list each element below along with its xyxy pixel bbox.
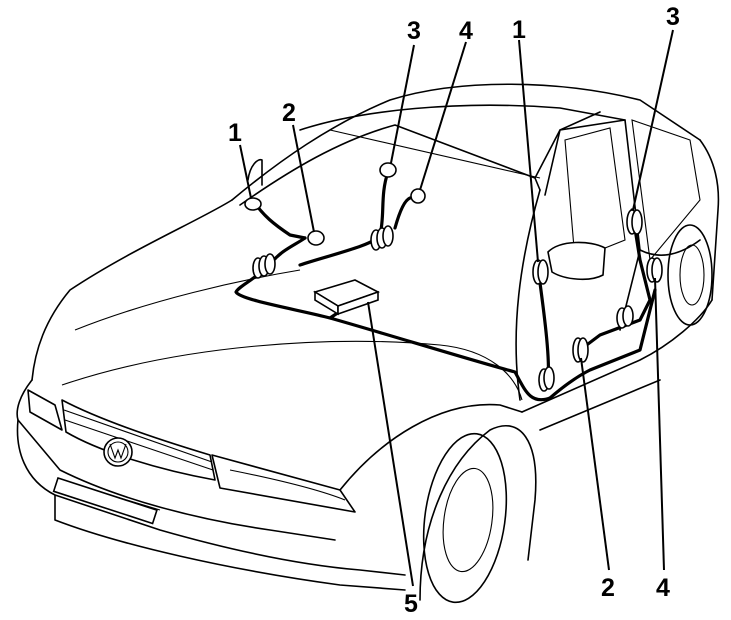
wiring-harness (234, 170, 657, 402)
speaker-2-front-left (307, 230, 325, 246)
rear-coil (616, 305, 634, 329)
rear-speaker-4 (646, 257, 663, 283)
callout-3-windshield: 3 (407, 17, 421, 45)
coil-center (370, 225, 394, 251)
door-speaker-2 (572, 337, 589, 363)
door-speaker-low (538, 366, 555, 392)
car-body-outline (16, 83, 720, 604)
callout-labels: 1 2 3 4 1 3 2 4 5 (228, 3, 680, 618)
leader-lines (239, 29, 674, 587)
callout-1-windshield: 1 (228, 119, 242, 147)
callout-4-windshield: 4 (459, 17, 473, 45)
callout-2-bottom: 2 (601, 574, 615, 602)
speaker-4-front (410, 188, 426, 204)
callout-5-bottom: 5 (404, 590, 418, 618)
speaker-1-front-left (244, 197, 262, 211)
components (244, 162, 663, 392)
callout-1-door: 1 (512, 16, 526, 44)
callout-3-rear: 3 (666, 3, 680, 31)
door-speaker-1 (532, 259, 549, 285)
callout-2-windshield: 2 (282, 99, 296, 127)
coil-left (252, 253, 276, 279)
rear-speaker-3 (626, 209, 643, 235)
callout-4-bottom: 4 (656, 574, 670, 602)
speaker-3-front (379, 162, 397, 178)
